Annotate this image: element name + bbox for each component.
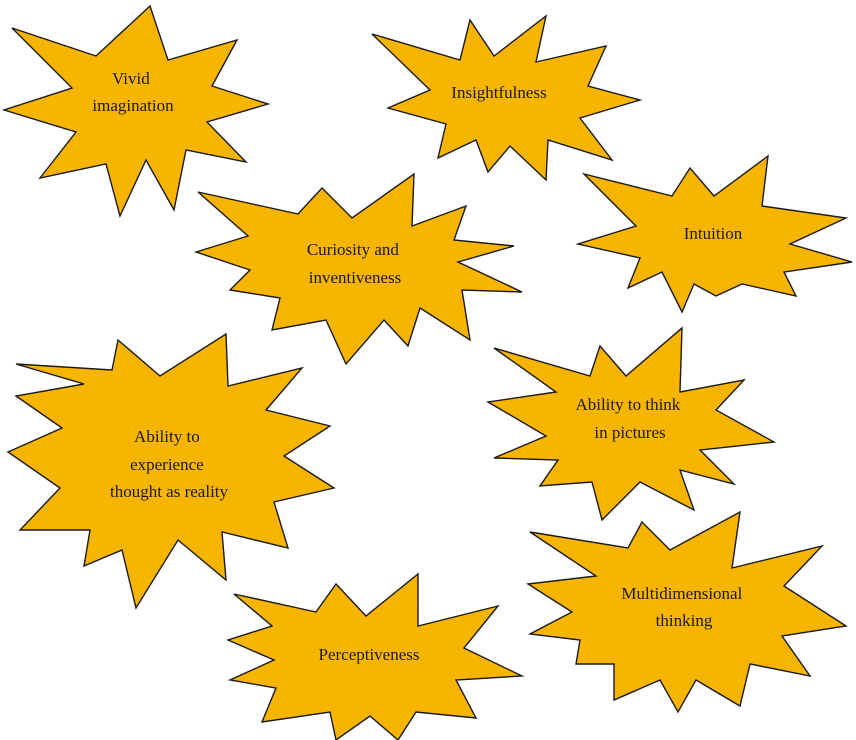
burst-label-line: inventiveness: [309, 268, 402, 287]
burst-label-line: Ability to: [134, 427, 200, 446]
burst-label-line: thinking: [656, 611, 713, 630]
burst-label-line: in pictures: [594, 423, 665, 442]
burst-label-line: Intuition: [684, 224, 743, 243]
burst-shape: [371, 14, 643, 182]
burst-perceptiveness: Perceptiveness: [226, 572, 525, 740]
burst-label: Vivid imagination: [92, 69, 174, 115]
burst-shape: [193, 172, 523, 366]
burst-vivid-imagination: Vivid imagination: [1, 4, 271, 219]
burst-shape: [6, 332, 336, 610]
burst-label: Perceptiveness: [318, 645, 419, 664]
burst-intuition: Intuition: [575, 154, 853, 314]
burst-shape: [226, 572, 525, 740]
burst-shape: [575, 154, 853, 314]
burst-label-line: experience: [130, 455, 204, 474]
burst-label: Intuition: [684, 224, 743, 243]
burst-label-line: Insightfulness: [451, 83, 546, 102]
burst-insightfulness: Insightfulness: [371, 14, 643, 182]
burst-label-line: thought as reality: [110, 482, 229, 501]
burst-label: Multidimensional thinking: [621, 584, 746, 630]
burst-ability-to-experience-thought-as-reality: Ability to experience thought as reality: [6, 332, 336, 610]
burst-label-line: Curiosity and: [307, 240, 400, 259]
burst-label: Ability to experience thought as reality: [110, 427, 229, 501]
burst-label-line: Ability to think: [575, 395, 680, 414]
burst-shape: [1, 4, 271, 219]
burst-label-line: Multidimensional: [621, 584, 742, 603]
burst-label: Insightfulness: [451, 83, 546, 102]
burst-label: Ability to think in pictures: [575, 395, 684, 442]
burst-label: Curiosity and inventiveness: [307, 240, 403, 287]
burst-ability-to-think-in-pictures: Ability to think in pictures: [485, 326, 777, 522]
burst-shape: [525, 510, 848, 714]
burst-shape: [485, 326, 777, 522]
burst-curiosity-and-inventiveness: Curiosity and inventiveness: [193, 172, 523, 366]
burst-label-line: Vivid: [112, 69, 150, 88]
burst-label-line: Perceptiveness: [318, 645, 419, 664]
burst-label-line: imagination: [92, 96, 174, 115]
burst-multidimensional-thinking: Multidimensional thinking: [525, 510, 848, 714]
